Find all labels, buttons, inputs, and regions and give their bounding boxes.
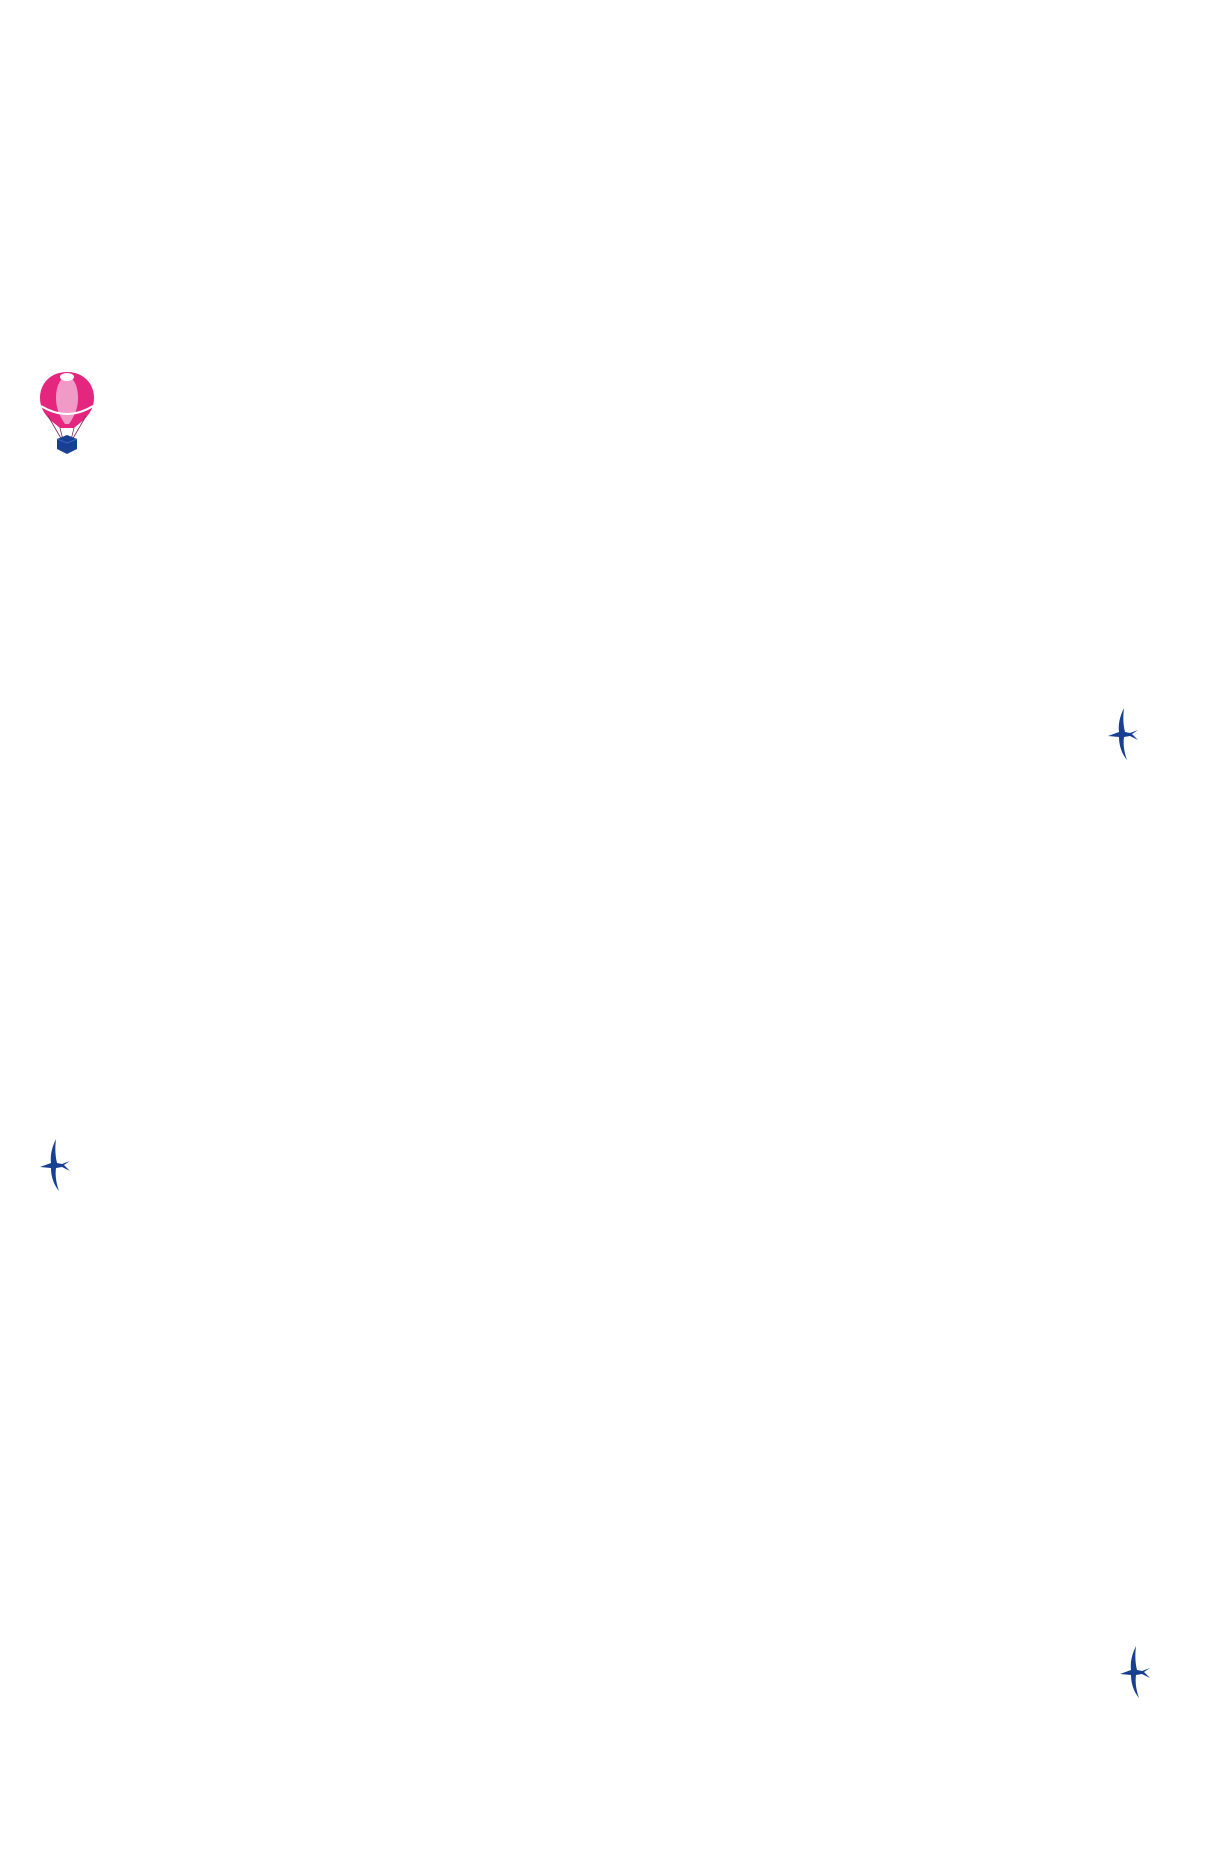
balloon-band (40, 405, 94, 415)
balloon-panel (56, 376, 78, 424)
swift-bird-icon (40, 1139, 70, 1191)
swift-bird-icon (1120, 1646, 1150, 1698)
balloon-basket (57, 435, 77, 454)
balloon-cap (60, 373, 74, 381)
swift-bird-icon (1108, 708, 1138, 760)
hot-air-balloon-icon (40, 372, 94, 454)
